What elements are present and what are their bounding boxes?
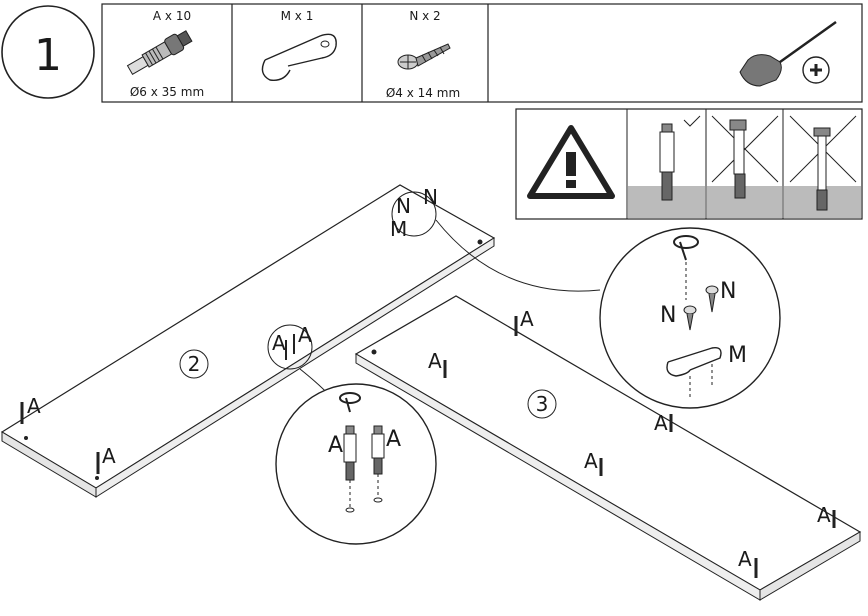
parts-strip: A x 10 Ø6 x 35 mm M x 1 xyxy=(101,3,863,103)
dowel-a-p3-left: A xyxy=(428,349,447,378)
zoom-detail-right: N N M xyxy=(599,227,781,409)
svg-text:A: A xyxy=(520,307,534,331)
step-badge: 1 xyxy=(1,5,95,99)
zoom-detail-left: A A xyxy=(275,383,437,545)
dowel-a-p3-mid: A xyxy=(654,411,673,435)
svg-text:A: A xyxy=(738,547,752,571)
dowel-a-bottom: A xyxy=(96,444,116,474)
part-m-count: M x 1 xyxy=(281,9,314,23)
dowel-a-p3-bottom: A xyxy=(738,547,758,578)
svg-text:A: A xyxy=(654,411,668,435)
part-cell-n: N x 2 Ø4 x 14 mm xyxy=(386,9,460,100)
svg-text:N: N xyxy=(423,185,438,209)
cam-dowel-icon xyxy=(126,30,193,76)
svg-text:A: A xyxy=(328,433,343,458)
panel-3: 3 A A A A A A xyxy=(354,295,862,601)
bracket-detail-icon xyxy=(666,347,722,377)
svg-text:N: N xyxy=(660,303,676,328)
warning-box xyxy=(515,108,863,220)
part-n-count: N x 2 xyxy=(409,9,440,23)
panel-2-label: 2 xyxy=(188,352,201,376)
svg-text:A: A xyxy=(102,444,116,468)
svg-text:A: A xyxy=(817,503,831,527)
svg-text:A: A xyxy=(584,449,598,473)
hook-bracket-icon xyxy=(261,33,337,81)
part-cell-a: A x 10 Ø6 x 35 mm xyxy=(126,9,204,99)
dowel-a-p3-center: A xyxy=(584,449,603,476)
svg-text:A: A xyxy=(298,323,312,347)
svg-text:N: N xyxy=(396,194,411,218)
correct-insertion-icon xyxy=(659,115,701,201)
phillips-screwdriver-icon xyxy=(739,20,837,87)
svg-text:N: N xyxy=(720,279,736,304)
dowel-a-left: A xyxy=(20,394,41,424)
part-cell-m: M x 1 xyxy=(261,9,337,81)
dowel-a-p3-right: A xyxy=(817,503,836,528)
part-a-size: Ø6 x 35 mm xyxy=(130,85,204,99)
wrong-overdriven-icon xyxy=(789,115,857,211)
dowel-detail-icon xyxy=(343,425,385,481)
screw-detail-icon xyxy=(683,285,719,331)
wrong-angle-icon xyxy=(711,115,779,199)
svg-text:A: A xyxy=(386,427,401,452)
svg-text:A: A xyxy=(272,331,286,355)
part-a-count: A x 10 xyxy=(153,9,191,23)
part-n-size: Ø4 x 14 mm xyxy=(386,86,460,100)
svg-text:M: M xyxy=(728,343,747,368)
svg-text:A: A xyxy=(27,394,41,418)
rotate-arrow-icon xyxy=(673,235,699,261)
panel-2: 2 A A N N M A A xyxy=(0,184,496,498)
svg-text:A: A xyxy=(428,349,442,373)
screw-icon xyxy=(397,43,451,70)
step-number: 1 xyxy=(34,30,62,81)
warning-triangle-icon xyxy=(527,125,615,199)
svg-text:M: M xyxy=(390,217,407,241)
panel-3-label: 3 xyxy=(536,392,549,416)
dowel-a-p3-top: A xyxy=(514,307,534,336)
rotate-arrow-icon xyxy=(339,392,361,413)
